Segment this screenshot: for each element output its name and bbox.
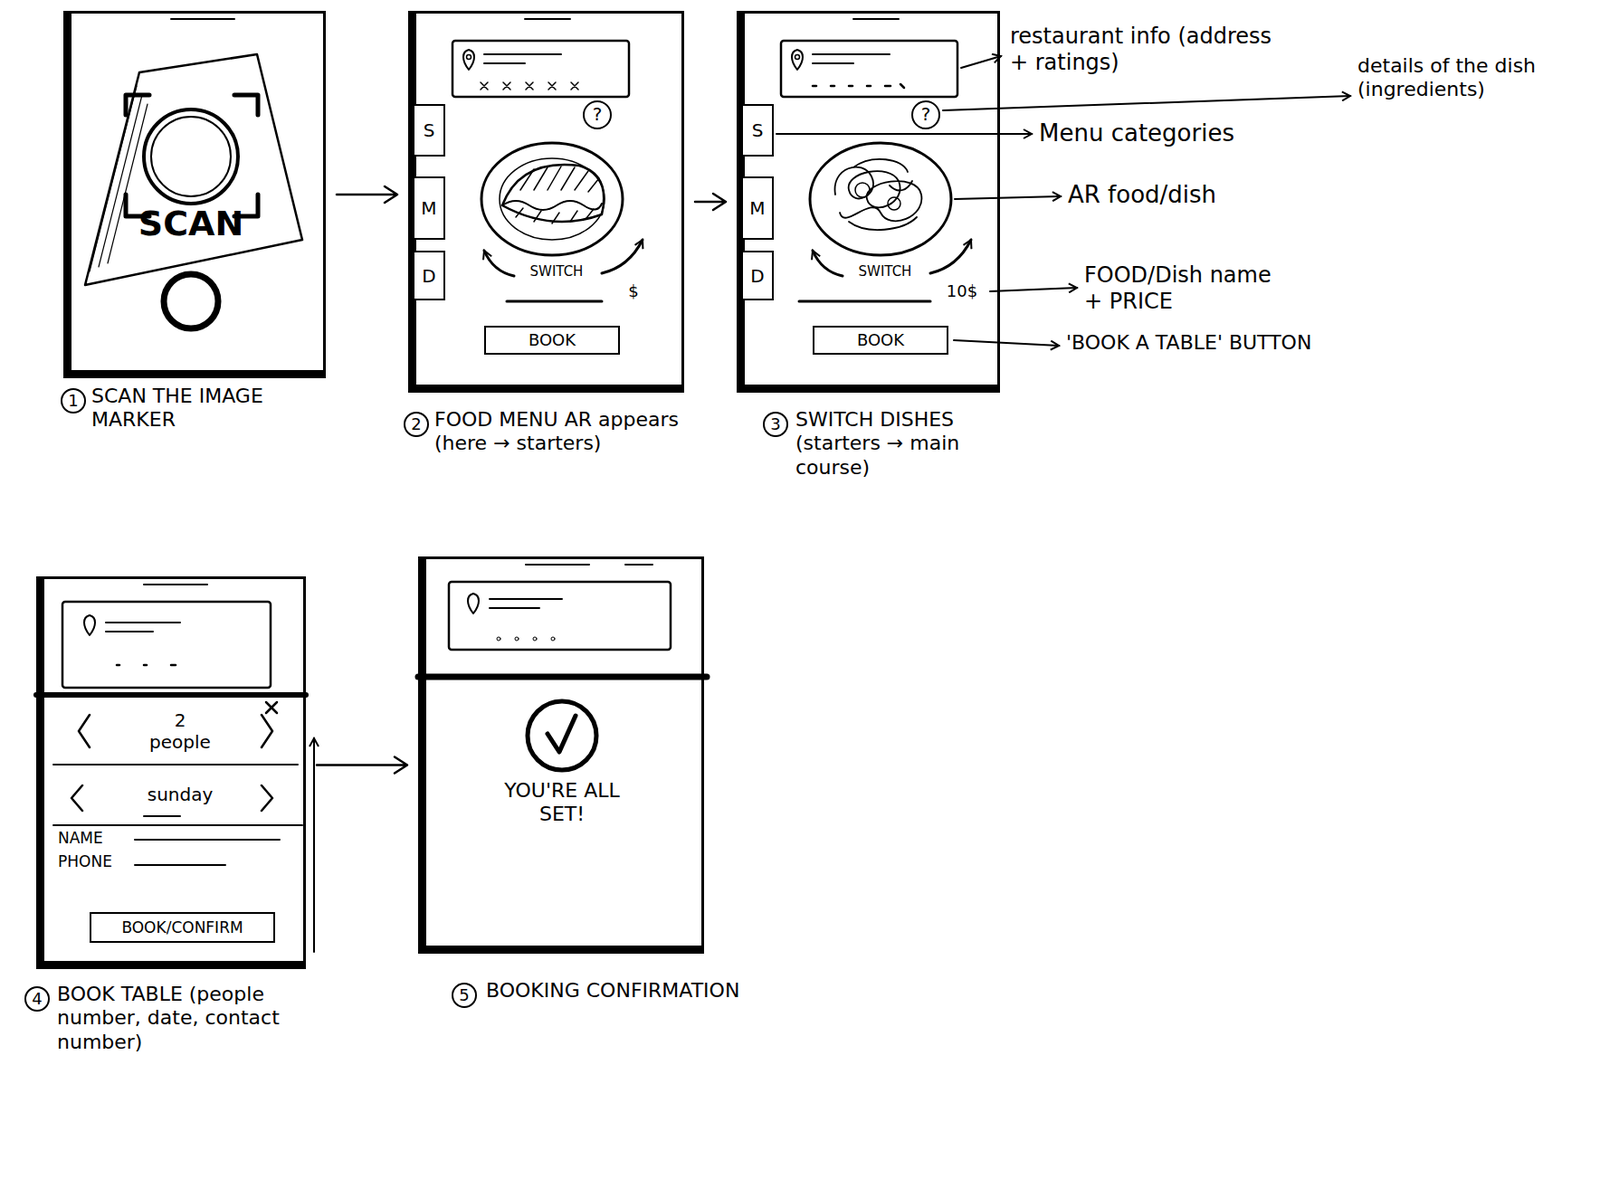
annotation: details of the dish (ingredients) bbox=[1357, 54, 1589, 103]
box-label: M bbox=[749, 197, 765, 220]
step-caption: SWITCH DISHES (starters → main course) bbox=[795, 408, 1031, 480]
callout-number: 5 bbox=[451, 982, 477, 1009]
box-label: M bbox=[420, 197, 437, 220]
screen-text: PHONE bbox=[57, 852, 131, 871]
callout-number: 4 bbox=[24, 986, 50, 1012]
flow-arrow bbox=[695, 193, 726, 210]
menu-screen-art bbox=[452, 19, 643, 302]
screen-text: SWITCH bbox=[511, 263, 602, 280]
phone-screen: SCAN1SCAN THE IMAGE MARKER bbox=[63, 10, 326, 379]
box-label: BOOK bbox=[857, 330, 905, 351]
button-box: BOOK/CONFIRM bbox=[89, 912, 276, 943]
screen-text: sunday bbox=[125, 783, 235, 806]
screen-text: SWITCH bbox=[839, 263, 931, 280]
button-box: BOOK bbox=[484, 325, 620, 355]
flow-arrow bbox=[316, 757, 408, 774]
confirmation-screen-art bbox=[418, 564, 707, 771]
annotation: restaurant info (address + ratings) bbox=[1009, 23, 1273, 77]
annotation: Menu categories bbox=[1038, 119, 1275, 148]
category-tab: D bbox=[741, 250, 774, 301]
category-tab: S bbox=[412, 104, 446, 157]
callout-number: 2 bbox=[403, 411, 429, 438]
flow-arrow bbox=[336, 186, 398, 203]
step-caption: BOOK TABLE (people number, date, contact… bbox=[57, 982, 320, 1055]
screen-text: YOU'RE ALL SET! bbox=[480, 779, 644, 828]
category-tab: M bbox=[741, 176, 774, 240]
screen-text: ? bbox=[583, 103, 611, 125]
button-box: BOOK bbox=[812, 325, 949, 355]
category-tab: M bbox=[412, 176, 446, 240]
step-caption: BOOKING CONFIRMATION bbox=[485, 979, 830, 1003]
box-label: BOOK/CONFIRM bbox=[121, 918, 243, 937]
phone-screen: SWITCH$?2FOOD MENU AR appears (here → st… bbox=[408, 10, 685, 393]
step-caption: SCAN THE IMAGE MARKER bbox=[91, 384, 291, 433]
callout-number: 3 bbox=[762, 411, 789, 438]
scan-screen-art bbox=[85, 19, 303, 329]
box-label: S bbox=[752, 119, 764, 142]
booking-screen-art bbox=[36, 584, 306, 866]
box-label: D bbox=[750, 265, 764, 287]
step-caption: FOOD MENU AR appears (here → starters) bbox=[434, 408, 679, 457]
screen-text: NAME bbox=[57, 828, 131, 848]
box-label: D bbox=[421, 265, 436, 287]
annotation: FOOD/Dish name + PRICE bbox=[1084, 262, 1284, 315]
annotation: AR food/dish bbox=[1067, 180, 1286, 210]
box-label: S bbox=[423, 119, 436, 142]
screen-text: $ bbox=[610, 281, 657, 302]
callout-number: 1 bbox=[60, 388, 86, 414]
phone-screen: SWITCH10$?3SWITCH DISHES (starters → mai… bbox=[736, 10, 1000, 393]
switch-screen-art bbox=[780, 19, 972, 302]
category-tab: D bbox=[412, 250, 446, 301]
phone-screen: 2 peoplesundayNAMEPHONE4BOOK TABLE (peop… bbox=[36, 576, 306, 970]
category-tab: S bbox=[741, 104, 774, 157]
screen-text: 10$ bbox=[939, 281, 985, 302]
phone-screen: YOU'RE ALL SET!5BOOKING CONFIRMATION bbox=[418, 556, 705, 954]
box-label: BOOK bbox=[528, 330, 576, 351]
screen-text: ? bbox=[912, 103, 940, 125]
screen-text: 2 people bbox=[143, 709, 217, 753]
screen-text: SCAN bbox=[100, 203, 282, 246]
annotation: 'BOOK A TABLE' BUTTON bbox=[1066, 331, 1338, 355]
